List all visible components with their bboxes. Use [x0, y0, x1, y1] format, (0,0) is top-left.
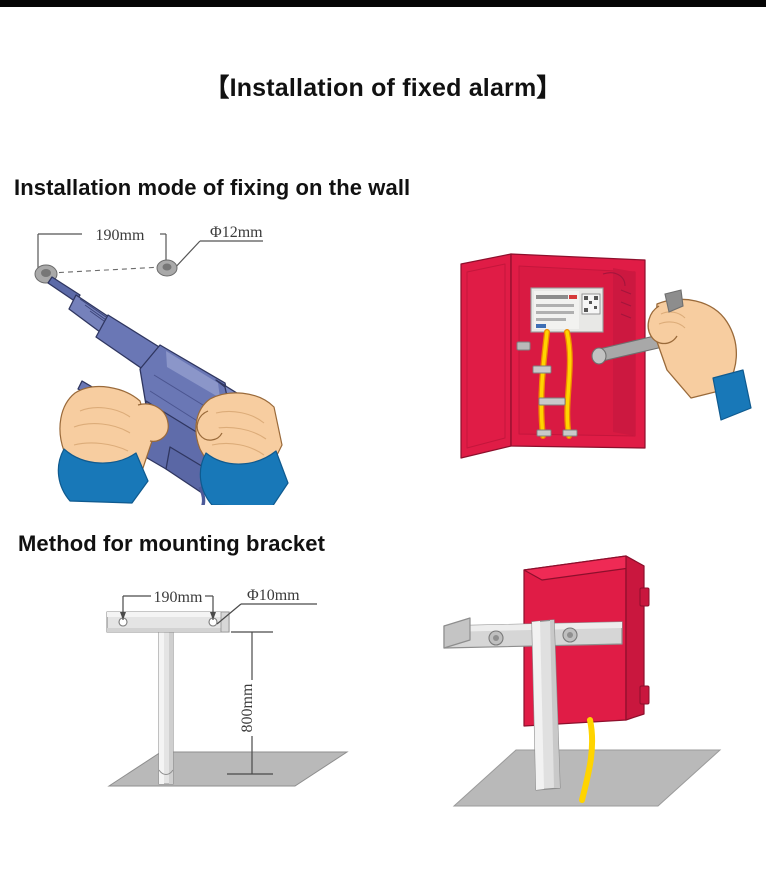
alarm-box-mounted-on-pole-illustration [430, 548, 735, 838]
top-black-bar [0, 0, 766, 7]
dimension-spacing-label-2: 190mm [154, 589, 203, 606]
alarm-box-wiring-illustration [455, 250, 755, 480]
mounting-pole-dimensions-diagram: 190mm Φ10mm 800mm [95, 587, 355, 818]
section-heading-wall: Installation mode of fixing on the wall [14, 175, 411, 200]
dimension-height-label: 800mm [239, 683, 256, 732]
dimension-spacing-label-1: 190mm [96, 227, 145, 244]
dimension-diameter-label-2: Φ10mm [247, 588, 300, 604]
drilling-holes-diagram: 190mm Φ12mm [20, 215, 330, 517]
page-title: 【Installation of fixed alarm】 [0, 68, 766, 104]
title-bracket-close: 】 [536, 73, 562, 102]
title-text: Installation of fixed alarm [229, 74, 537, 102]
title-bracket-open: 【 [204, 73, 230, 102]
nameplate-title-line [536, 295, 568, 299]
section-heading-bracket: Method for mounting bracket [18, 531, 326, 556]
dimension-diameter-label-1: Φ12mm [210, 224, 263, 241]
